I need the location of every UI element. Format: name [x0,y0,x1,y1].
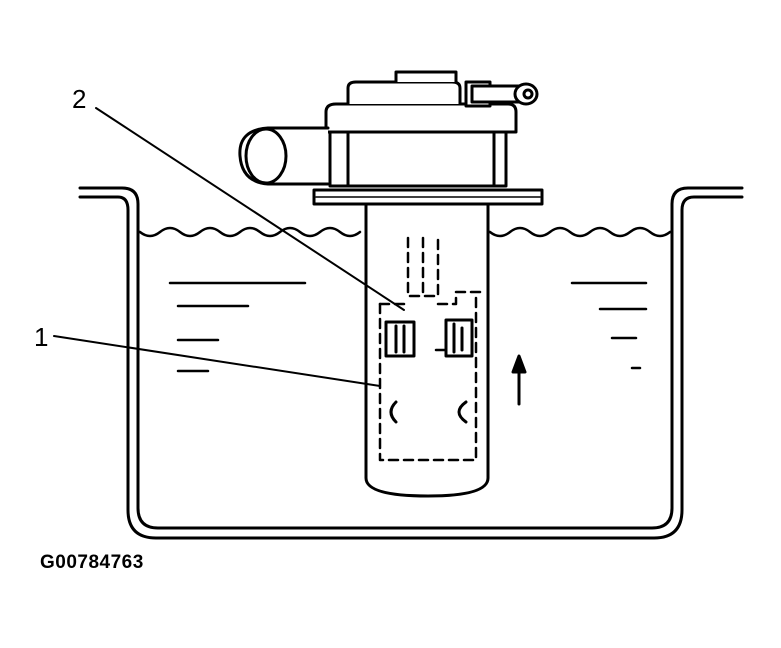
callout-2-label: 2 [72,84,86,114]
fuel-surface [138,226,672,238]
callout-1-label: 1 [34,322,48,352]
tank-inner-wall [78,195,744,540]
fuel-outlet-pipe [238,126,330,186]
fuel-lines-left [168,281,307,373]
electrical-connector [464,80,539,108]
lower-tab-right [457,400,468,424]
retaining-clips [384,318,474,358]
leader-line-1 [53,335,381,387]
lift-direction-arrow [511,354,527,406]
lower-tab-left [389,400,398,424]
figure-id: G00784763 [40,552,144,573]
leader-line-2 [95,107,405,311]
fuel-lines-right [570,281,648,370]
tank-outer-wall [78,186,744,530]
